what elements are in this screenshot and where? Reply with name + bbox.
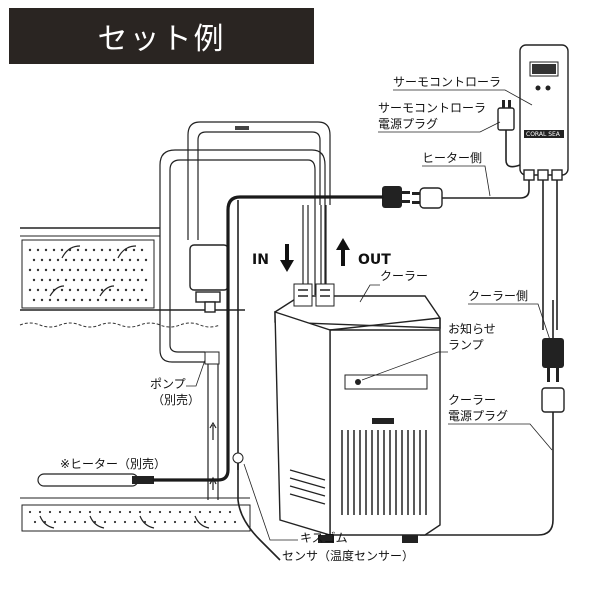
flow-indicators: IN OUT: [252, 238, 391, 272]
label-kisugomu: キスゴム: [300, 530, 348, 545]
label-cooler-plug-line2: 電源プラグ: [448, 409, 508, 423]
label-notify-lamp-line1: お知らせ: [448, 322, 496, 336]
sump-tank: [20, 497, 251, 532]
label-cooler: クーラー: [380, 269, 428, 283]
label-pump-line1: ポンプ: [150, 377, 186, 391]
thermo-controller: CORAL SEA: [497, 44, 569, 181]
callouts: サーモコントローラ サーモコントローラ 電源プラグ ヒーター側 クーラー クーラ…: [60, 75, 553, 563]
banner: セット例: [9, 8, 314, 64]
arrow-up-icon: [336, 238, 350, 266]
upper-tank: [19, 227, 245, 328]
label-heater-side: ヒーター側: [422, 151, 482, 165]
plumbing: [159, 121, 331, 363]
sensor-cable: [232, 452, 281, 561]
label-thermo-controller: サーモコントローラ: [393, 75, 501, 89]
label-pump-line2: （別売）: [152, 392, 200, 407]
cooler-unit: [274, 205, 441, 543]
label-cooler-side: クーラー側: [468, 289, 528, 303]
label-thermo-plug-line2: 電源プラグ: [378, 117, 438, 131]
banner-title: セット例: [97, 22, 226, 57]
in-label: IN: [252, 252, 269, 268]
arrow-down-icon: [280, 244, 294, 272]
controller-brand: CORAL SEA: [526, 131, 561, 138]
label-sensor: センサ（温度センサー）: [282, 548, 414, 563]
out-label: OUT: [358, 252, 391, 268]
heater: [37, 473, 154, 487]
controller-cables: [382, 180, 565, 536]
label-thermo-plug-line1: サーモコントローラ: [378, 101, 486, 115]
label-cooler-plug-line1: クーラー: [448, 393, 496, 407]
pump: [189, 244, 229, 500]
label-notify-lamp-line2: ランプ: [448, 338, 484, 352]
heater-cable: [152, 195, 384, 482]
label-heater: ※ヒーター（別売）: [60, 456, 166, 471]
